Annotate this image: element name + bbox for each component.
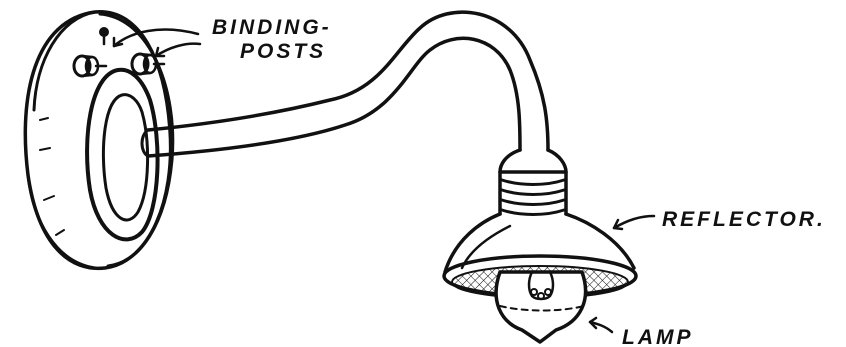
binding-posts-label-line2: POSTS	[240, 40, 326, 63]
reflector-label: REFLECTOR.	[662, 208, 826, 231]
bracket-arm	[142, 12, 548, 156]
binding-post-left	[74, 56, 106, 76]
lamp-bulb	[496, 272, 585, 342]
lamp-label: LAMP	[622, 326, 694, 347]
binding-posts-leaders	[114, 30, 200, 56]
lamp-leader	[590, 318, 612, 332]
wall-plate	[25, 12, 172, 269]
binding-posts-label-line1: BINDING-	[212, 16, 332, 39]
reflector-leader	[614, 216, 654, 229]
lamp-socket	[500, 150, 566, 215]
